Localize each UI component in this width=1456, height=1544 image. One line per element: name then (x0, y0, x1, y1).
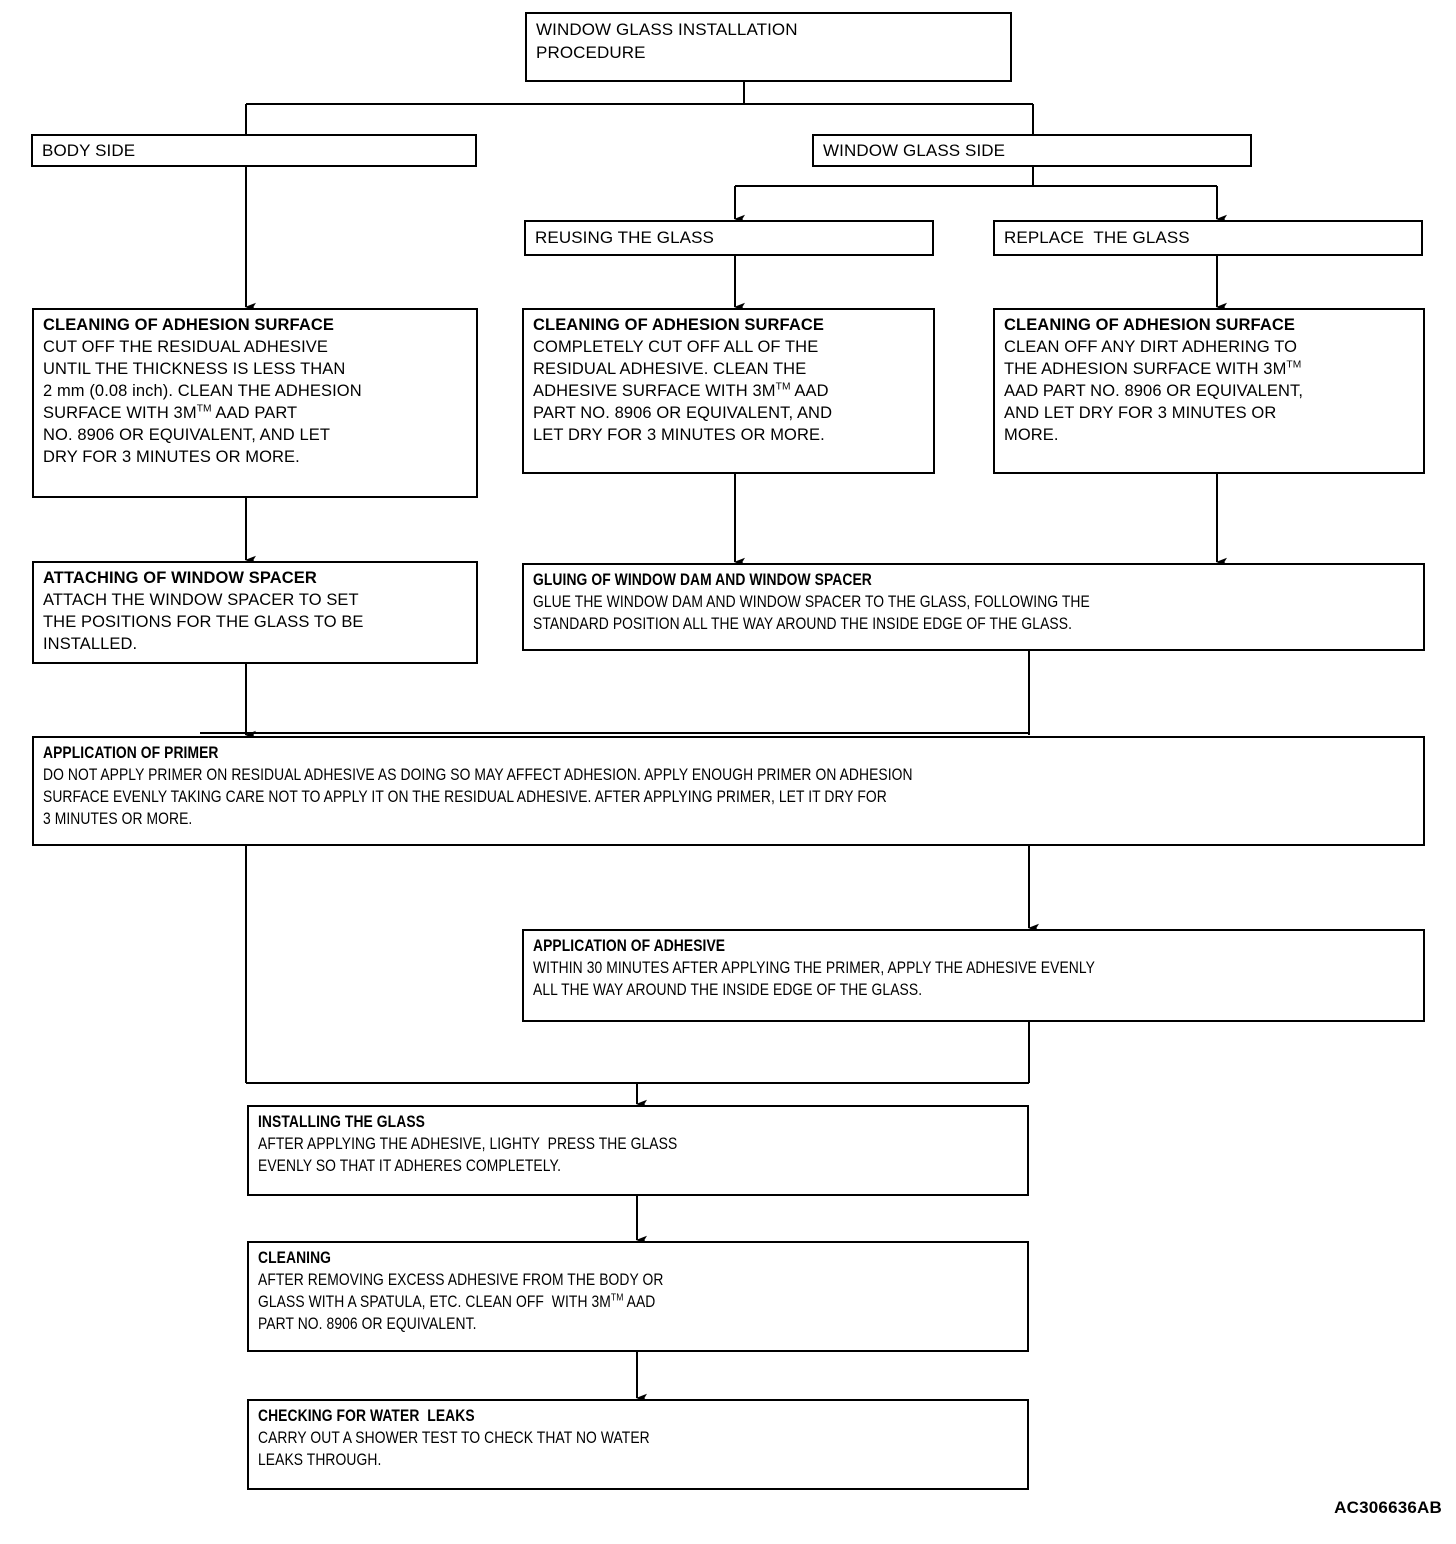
node-root-line2: PROCEDURE (536, 42, 646, 62)
node-cleaning-adhesion-body-text: CUT OFF THE RESIDUAL ADHESIVE UNTIL THE … (43, 337, 362, 466)
node-cleaning: CLEANING AFTER REMOVING EXCESS ADHESIVE … (247, 1241, 1029, 1352)
node-attaching-window-spacer-text: ATTACH THE WINDOW SPACER TO SET THE POSI… (43, 590, 364, 653)
node-application-of-adhesive: APPLICATION OF ADHESIVE WITHIN 30 MINUTE… (522, 929, 1425, 1022)
node-cleaning-adhesion-body: CLEANING OF ADHESION SURFACE CUT OFF THE… (32, 308, 478, 498)
node-application-of-primer: APPLICATION OF PRIMER DO NOT APPLY PRIME… (32, 736, 1425, 846)
node-replace-label: REPLACE THE GLASS (1004, 228, 1190, 247)
node-reusing-the-glass: REUSING THE GLASS (524, 220, 934, 256)
node-window-glass-side: WINDOW GLASS SIDE (812, 134, 1252, 167)
node-cleaning-adhesion-replace-text: CLEAN OFF ANY DIRT ADHERING TO THE ADHES… (1004, 337, 1304, 444)
node-adhesive-text: WITHIN 30 MINUTES AFTER APPLYING THE PRI… (533, 958, 1095, 999)
node-primer-text: DO NOT APPLY PRIMER ON RESIDUAL ADHESIVE… (43, 765, 913, 828)
node-attaching-window-spacer: ATTACHING OF WINDOW SPACER ATTACH THE WI… (32, 561, 478, 664)
node-body-side-label: BODY SIDE (42, 141, 136, 160)
node-attaching-window-spacer-heading: ATTACHING OF WINDOW SPACER (43, 569, 317, 587)
node-gluing-text: GLUE THE WINDOW DAM AND WINDOW SPACER TO… (533, 592, 1090, 633)
node-gluing-heading: GLUING OF WINDOW DAM AND WINDOW SPACER (533, 571, 872, 589)
node-water-leaks-text: CARRY OUT A SHOWER TEST TO CHECK THAT NO… (258, 1428, 650, 1469)
node-checking-water-leaks: CHECKING FOR WATER LEAKS CARRY OUT A SHO… (247, 1399, 1029, 1490)
node-adhesive-heading: APPLICATION OF ADHESIVE (533, 937, 726, 955)
node-primer-heading: APPLICATION OF PRIMER (43, 744, 219, 762)
node-cleaning-adhesion-replace-heading: CLEANING OF ADHESION SURFACE (1004, 316, 1295, 334)
node-gluing-window-dam-spacer: GLUING OF WINDOW DAM AND WINDOW SPACER G… (522, 563, 1425, 651)
node-cleaning-adhesion-body-heading: CLEANING OF ADHESION SURFACE (43, 316, 334, 334)
node-cleaning-adhesion-reuse-heading: CLEANING OF ADHESION SURFACE (533, 316, 824, 334)
node-reusing-label: REUSING THE GLASS (535, 228, 714, 247)
node-root: WINDOW GLASS INSTALLATION PROCEDURE (525, 12, 1012, 82)
node-cleaning-text: AFTER REMOVING EXCESS ADHESIVE FROM THE … (258, 1270, 664, 1333)
node-cleaning-adhesion-reuse-text: COMPLETELY CUT OFF ALL OF THE RESIDUAL A… (533, 337, 833, 444)
node-window-glass-side-label: WINDOW GLASS SIDE (823, 141, 1006, 160)
node-replace-the-glass: REPLACE THE GLASS (993, 220, 1423, 256)
node-installing-text: AFTER APPLYING THE ADHESIVE, LIGHTY PRES… (258, 1134, 678, 1175)
node-body-side: BODY SIDE (31, 134, 477, 167)
node-cleaning-adhesion-replace: CLEANING OF ADHESION SURFACE CLEAN OFF A… (993, 308, 1425, 474)
node-root-line1: WINDOW GLASS INSTALLATION (536, 20, 798, 39)
figure-code: AC306636AB (1334, 1498, 1442, 1517)
node-water-leaks-heading: CHECKING FOR WATER LEAKS (258, 1407, 475, 1425)
node-installing-heading: INSTALLING THE GLASS (258, 1113, 425, 1131)
node-cleaning-heading: CLEANING (258, 1249, 332, 1267)
node-cleaning-adhesion-reuse: CLEANING OF ADHESION SURFACE COMPLETELY … (522, 308, 935, 474)
node-installing-the-glass: INSTALLING THE GLASS AFTER APPLYING THE … (247, 1105, 1029, 1196)
